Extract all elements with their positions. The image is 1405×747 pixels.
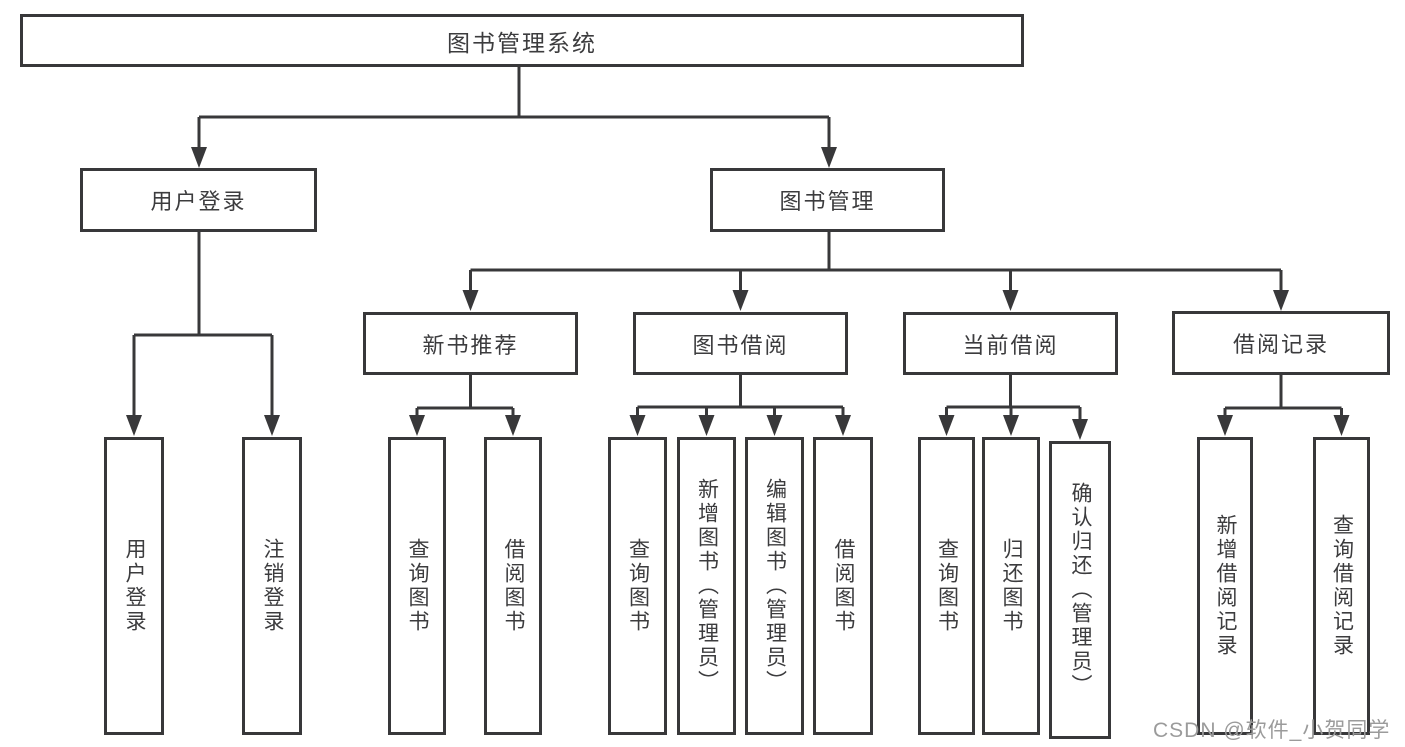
node-book-management: 图书管理 [710,168,945,232]
arrowhead-icons-level3 [462,290,1289,311]
edge-userlogin-to-leaves [132,232,274,418]
leaf-borrow-books-2: 借阅图书 [813,437,873,735]
leaf-query-borrow-record: 查询借阅记录 [1313,437,1370,735]
node-borrow-records: 借阅记录 [1172,311,1390,375]
leaf-edit-books-admin: 编辑图书（管理员） [745,437,804,735]
node-book-borrow: 图书借阅 [633,312,848,375]
leaf-add-borrow-record: 新增借阅记录 [1197,437,1253,735]
leaf-logout: 注销登录 [242,437,302,735]
leaf-query-books-1: 查询图书 [388,437,446,735]
edge-newbook-to-leaves [415,375,515,418]
leaf-return-books: 归还图书 [982,437,1040,735]
edge-bookborrow-to-leaves [636,375,845,418]
arrowhead-icons-leaves [126,415,1350,440]
leaf-borrow-books-1: 借阅图书 [484,437,542,735]
node-user-login: 用户登录 [80,168,317,232]
csdn-watermark: CSDN @软件_小贺同学 [1153,719,1391,742]
edge-root-to-level2 [197,67,831,149]
arrowhead-icons-level2 [191,147,837,168]
leaf-confirm-return-admin: 确认归还（管理员） [1049,441,1111,739]
leaf-query-books-3: 查询图书 [918,437,975,735]
node-current-borrow: 当前借阅 [903,312,1118,375]
leaf-user-login: 用户登录 [104,437,164,735]
leaf-add-books-admin: 新增图书（管理员） [677,437,736,735]
edge-currentborrow-to-leaves [945,375,1082,422]
edge-bookmgmt-to-level3 [469,232,1283,293]
leaf-query-books-2: 查询图书 [608,437,667,735]
node-root-system: 图书管理系统 [20,14,1024,67]
edge-records-to-leaves [1223,375,1343,418]
node-new-book-recommend: 新书推荐 [363,312,578,375]
